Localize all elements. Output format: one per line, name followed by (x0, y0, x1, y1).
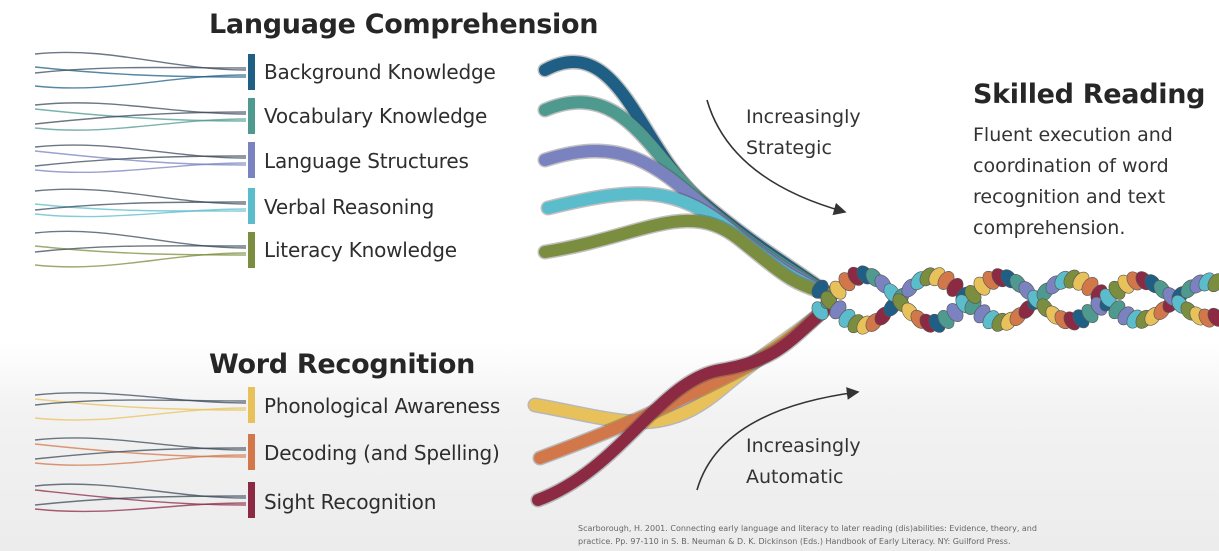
lc-1-fiber (34, 108, 247, 122)
rope-strands (527, 54, 838, 508)
increasingly-automatic-note: Increasingly Automatic (746, 431, 861, 493)
lc-0-fiber (34, 74, 247, 89)
wr-1-fiber (34, 437, 247, 451)
lc-bar-1 (248, 98, 255, 134)
lc-2-fiber (34, 144, 247, 159)
skilled-reading-title: Skilled Reading (973, 79, 1206, 110)
strategic-line-2: Strategic (746, 137, 832, 159)
category-bars (248, 54, 255, 518)
lc-4-fiber (34, 230, 247, 249)
lc-3-fiber (34, 208, 247, 218)
automatic-line-1: Increasingly (746, 435, 861, 457)
lc-4-fiber (34, 245, 247, 256)
lc-bar-4 (248, 232, 255, 268)
lc-1-fiber (34, 102, 247, 115)
strategic-arrow (706, 99, 847, 216)
braid-segment (1207, 307, 1219, 327)
lc-bar-0 (248, 54, 255, 90)
lc-strand-4 (539, 214, 836, 301)
wr-2-fiber (34, 489, 247, 506)
increasingly-strategic-note: Increasingly Strategic (746, 102, 861, 164)
lc-2-fiber (34, 150, 247, 166)
braided-rope (811, 265, 1219, 335)
vocabulary-knowledge-label: Vocabulary Knowledge (264, 104, 488, 128)
lc-4-fiber (34, 245, 247, 253)
wr-bar-2 (248, 482, 255, 518)
word-recognition-heading: Word Recognition (209, 349, 476, 380)
lc-2-fiber (34, 162, 247, 174)
wr-0-fiber (34, 399, 247, 406)
citation-line-2: practice. Pp. 97-110 in S. B. Neuman & D… (578, 537, 1011, 546)
literacy-knowledge-label: Literacy Knowledge (264, 238, 457, 262)
wr-bar-1 (248, 434, 255, 470)
skilled-reading-description: Fluent execution and coordination of wor… (973, 124, 1173, 239)
citation-line-1: Scarborough, H. 2001. Connecting early l… (578, 524, 1037, 533)
wr-bar-0 (248, 387, 255, 423)
wr-2-fiber (34, 502, 247, 513)
wr-1-fiber (34, 447, 247, 460)
lc-3-fiber (34, 203, 247, 212)
background-knowledge-label: Background Knowledge (264, 60, 496, 84)
automatic-line-2: Automatic (746, 466, 844, 488)
wr-1-fiber (34, 443, 247, 458)
strategic-line-1: Increasingly (746, 106, 861, 128)
verbal-reasoning-label: Verbal Reasoning (264, 195, 435, 219)
lc-0-fiber (34, 51, 247, 71)
wr-2-fiber (34, 495, 247, 506)
lc-3-fiber (34, 188, 247, 205)
lc-bar-2 (248, 142, 255, 178)
lc-1-fiber (34, 111, 247, 125)
language-structures-label: Language Structures (264, 149, 469, 173)
lc-4-fiber (34, 252, 247, 268)
braid-segment (1207, 273, 1219, 293)
lc-0-fiber (34, 66, 247, 74)
annotation-arrows (696, 99, 860, 491)
wr-0-fiber (34, 392, 247, 404)
wr-1-fiber (34, 454, 247, 466)
wr-0-fiber (34, 398, 247, 411)
lc-0-fiber (34, 66, 247, 78)
strand-fibers (34, 51, 247, 513)
lc-1-fiber (34, 118, 247, 131)
phonological-awareness-label: Phonological Awareness (264, 394, 501, 418)
wr-0-fiber (34, 407, 247, 421)
automatic-arrow (696, 387, 860, 491)
citation: Scarborough, H. 2001. Connecting early l… (578, 522, 1158, 548)
lc-3-fiber (34, 201, 247, 211)
wr-strand-2 (532, 299, 836, 506)
lc-2-fiber (34, 155, 247, 167)
wr-2-fiber (34, 483, 247, 499)
language-comprehension-heading: Language Comprehension (209, 9, 599, 40)
decoding-label: Decoding (and Spelling) (264, 441, 500, 465)
sight-recognition-label: Sight Recognition (264, 490, 437, 514)
lc-bar-3 (248, 188, 255, 224)
